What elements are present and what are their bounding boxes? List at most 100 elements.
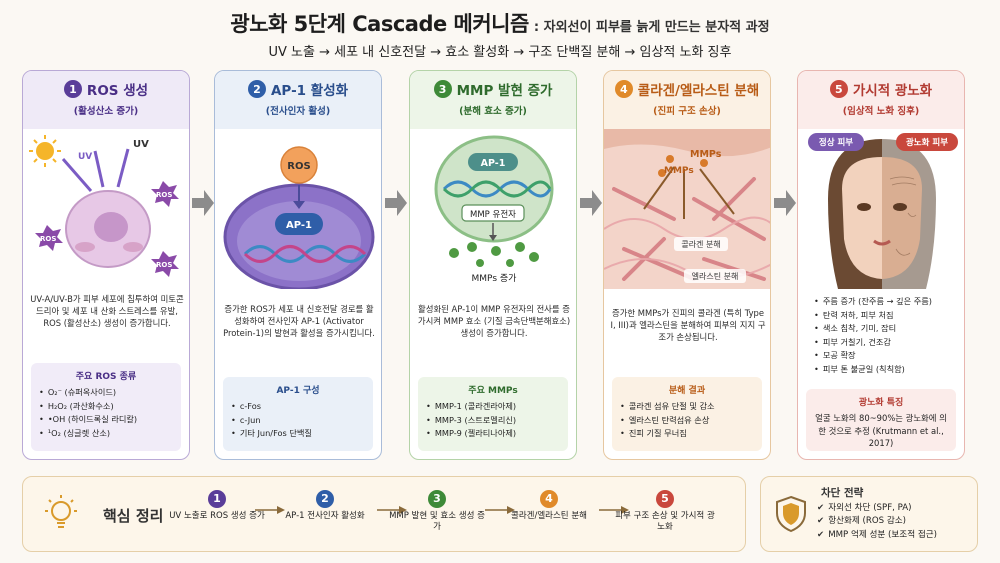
dermis-illustration: MMPs MMPs 콜라겐 분해 엘라스틴 분해	[604, 129, 770, 289]
arrow-right-icon	[255, 506, 285, 514]
list-item: MMP-9 (젤라티나아제)	[426, 427, 560, 441]
step-number: 3	[428, 489, 446, 508]
panel-title: 가시적 광노화	[852, 83, 933, 99]
step-text: MMP 발현 및 효소 생성 증가	[389, 510, 485, 533]
summary-step: 2 AP-1 전사인자 활성화	[275, 487, 375, 522]
panel-description: 증가한 MMPs가 진피의 콜라겐 (특히 Type I, III)과 엘라스틴…	[610, 308, 766, 343]
step-text: AP-1 전사인자 활성화	[285, 510, 365, 521]
mmps-label-1: MMPs	[690, 149, 722, 160]
flow-arrow-icon	[580, 190, 602, 216]
flow-arrow-icon	[774, 190, 796, 216]
strategy-section: 차단 전략 자외선 차단 (SPF, PA) 항산화제 (ROS 감소) MMP…	[760, 476, 978, 552]
cell-illustration: UV UV ROS ROS ROS	[29, 135, 179, 277]
summary-section: 핵심 정리 1 UV 노출로 ROS 생성 증가 2 AP-1 전사인자 활성화…	[22, 476, 746, 552]
arrow-right-icon	[599, 506, 629, 514]
step-number: 5	[656, 489, 674, 508]
info-box: 주요 ROS 종류 O₂⁻ (슈퍼옥사이드) H₂O₂ (과산화수소) •OH …	[31, 363, 181, 451]
title-main: 광노화 5단계 Cascade 메커니즘	[230, 12, 529, 36]
mmp-molecules	[658, 155, 708, 177]
page-subtitle: UV 노출 → 세포 내 신호전달 → 효소 활성화 → 구조 단백질 분해 →…	[268, 45, 732, 60]
summary-step: 3 MMP 발현 및 효소 생성 증가	[387, 487, 487, 534]
list-item: MMP-1 (콜라겐라아제)	[426, 400, 560, 414]
list-item: c-Jun	[231, 414, 365, 428]
strategy-item: 항산화제 (ROS 감소)	[817, 515, 937, 528]
svg-text:정상 피부: 정상 피부	[819, 137, 853, 148]
ros-burst-2: ROS	[35, 225, 63, 251]
list-item: ¹O₂ (싱글렛 산소)	[39, 427, 173, 441]
step-number: 2	[247, 80, 266, 98]
step-number: 4	[614, 80, 633, 98]
mmp-gene-box	[461, 204, 525, 222]
step-number: 3	[433, 80, 452, 98]
ap1-label: AP-1	[481, 158, 506, 169]
mmps-label-2: MMPs	[664, 166, 694, 176]
svg-text:광노화 피부: 광노화 피부	[906, 137, 948, 148]
list-item: 진피 기질 무너짐	[620, 427, 754, 441]
uv-arrows	[61, 148, 130, 192]
step-number: 5	[829, 80, 848, 98]
step-number: 4	[540, 489, 558, 508]
svg-text:ROS: ROS	[40, 235, 56, 243]
info-box: 분해 결과 콜라겐 섬유 단절 및 감소 엘라스틴 탄력섬유 손상 진피 기질 …	[612, 377, 762, 451]
info-box-title: 주요 MMPs	[468, 386, 518, 396]
panel-description: UV-A/UV-B가 피부 세포에 침투하여 미토콘드리아 및 세포 내 산화 …	[30, 294, 184, 329]
nucleus-shape	[94, 212, 128, 242]
list-item: 주름 증가 (잔주름 → 깊은 주름)	[814, 295, 948, 309]
panel-subtitle: (임상적 노화 징후)	[842, 106, 920, 117]
title-suffix: : 자외선이 피부를 늙게 만드는 분자적 과정	[533, 20, 770, 35]
ap1-protein	[468, 153, 518, 171]
list-item: 피부 거칠기, 건조감	[814, 336, 948, 350]
elastin-label: 엘라스틴 분해	[692, 271, 739, 281]
svg-text:ROS: ROS	[156, 261, 172, 269]
svg-text:ROS: ROS	[156, 191, 172, 199]
info-box: 주요 MMPs MMP-1 (콜라겐라아제) MMP-3 (스트로멜리신) MM…	[418, 377, 568, 451]
step-number: 1	[63, 80, 82, 98]
strategy-item: 자외선 차단 (SPF, PA)	[817, 502, 937, 515]
ros-label: ROS	[287, 161, 310, 172]
strategy-item: MMP 억제 성분 (보조적 접근)	[817, 529, 937, 542]
aged-skin-badge	[896, 133, 958, 151]
panel-description: 활성화된 AP-1이 MMP 유전자의 전사를 증가시켜 MMP 효소 (기질 …	[417, 304, 571, 339]
info-box-title: 주요 ROS 종류	[75, 372, 137, 382]
mmps-label: MMPs 증가	[472, 273, 517, 284]
summary-step: 5 피부 구조 손상 및 가시적 광노화	[615, 487, 715, 534]
mmp-molecules	[449, 242, 539, 267]
uv-label-1: UV	[78, 152, 92, 162]
list-item: 엘라스틴 탄력섬유 손상	[620, 414, 754, 428]
arrow-right-icon	[485, 506, 515, 514]
ros-burst-1: ROS	[151, 181, 179, 207]
list-item: c-Fos	[231, 400, 365, 414]
step-text: 콜라겐/엘라스틴 분해	[511, 510, 587, 521]
step-text: 피부 구조 손상 및 가시적 광노화	[615, 510, 715, 533]
list-item: O₂⁻ (슈퍼옥사이드)	[39, 386, 173, 400]
panel-subtitle: (진피 구조 손상)	[653, 106, 721, 117]
info-box: AP-1 구성 c-Fos c-Jun 기타 Jun/Fos 단백질	[223, 377, 373, 451]
panel-title: MMP 발현 증가	[456, 83, 553, 99]
panel-title: AP-1 활성화	[270, 83, 349, 99]
nucleus-shape	[434, 135, 554, 243]
panel-description: 증가한 ROS가 세포 내 신호전달 경로를 활성화하여 전사인자 AP-1 (…	[223, 304, 375, 339]
shield-icon	[776, 495, 806, 533]
normal-face-half	[842, 157, 882, 279]
panel-subtitle: (활성산소 증가)	[73, 106, 139, 117]
ros-burst-3: ROS	[151, 251, 179, 277]
info-box-title: 분해 결과	[668, 386, 706, 396]
wrinkles	[889, 176, 917, 256]
list-item: MMP-3 (스트로멜리신)	[426, 414, 560, 428]
gene-label: MMP 유전자	[470, 209, 516, 220]
summary-step: 1 UV 노출로 ROS 생성 증가	[167, 487, 267, 522]
list-item: •OH (하이드록실 라디칼)	[39, 413, 173, 427]
list-item: 기타 Jun/Fos 단백질	[231, 427, 365, 441]
list-item: H₂O₂ (과산화수소)	[39, 400, 173, 414]
info-box-title: AP-1 구성	[276, 386, 320, 396]
ap1-protein	[275, 213, 323, 235]
ap1-label: AP-1	[286, 220, 312, 231]
normal-skin-badge	[808, 133, 864, 151]
page-title: 광노화 5단계 Cascade 메커니즘 : 자외선이 피부를 늙게 만드는 분…	[0, 8, 1000, 38]
